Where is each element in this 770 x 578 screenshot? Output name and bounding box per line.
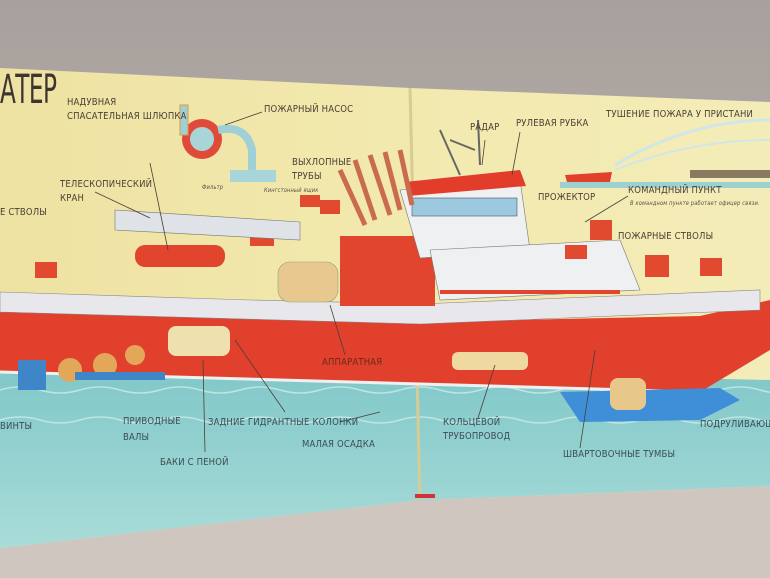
exhaust-pipes	[337, 149, 415, 227]
label-thruster: ПОДРУЛИВАЮЩИ	[700, 419, 770, 430]
foam-tank-cutaway	[168, 326, 230, 356]
label-draft: МАЛАЯ ОСАДКА	[302, 439, 375, 450]
propellers	[18, 345, 165, 390]
command-post-description: В командном пункте работает офицер связи…	[630, 200, 760, 207]
label-engine-room: АППАРАТНАЯ	[322, 357, 383, 368]
label-bollards: ШВАРТОВОЧНЫЕ ТУМБЫ	[563, 449, 676, 460]
label-searchlight: ПРОЖЕКТОР	[538, 192, 596, 203]
bollard-cutaway	[610, 378, 646, 410]
label-filter: Фильтр	[202, 184, 224, 191]
label-monitors-left: Е СТВОЛЫ	[0, 207, 47, 218]
label-lifeboat-1: НАДУВНАЯ	[67, 97, 117, 108]
stripe	[440, 290, 620, 294]
label-wheelhouse: РУЛЕВАЯ РУБКА	[516, 118, 589, 129]
engine-cutaway	[277, 261, 339, 303]
label-crane-2: КРАН	[60, 193, 85, 204]
lifeboat	[135, 245, 225, 267]
label-pier-fire: ТУШЕНИЕ ПОЖАРА У ПРИСТАНИ	[606, 109, 754, 120]
label-crane-1: ТЕЛЕСКОПИЧЕСКИЙ	[60, 179, 153, 190]
label-foam-tanks: БАКИ С ПЕНОЙ	[160, 457, 229, 468]
main-deck	[0, 289, 761, 325]
wheelhouse-roof	[405, 170, 526, 196]
ring-main-cutaway	[452, 352, 528, 370]
label-monitors-right: ПОЖАРНЫЕ СТВОЛЫ	[618, 231, 714, 242]
radar-mast	[439, 119, 481, 176]
label-exhaust-1: ВЫХЛОПНЫЕ	[292, 157, 352, 168]
label-shafts-2: ВАЛЫ	[123, 432, 150, 443]
label-ring-main-1: КОЛЬЦЕВОЙ	[443, 417, 501, 428]
label-command-post: КОМАНДНЫЙ ПУНКТ	[628, 185, 722, 196]
leader-lines	[94, 111, 629, 453]
bow-underwater	[560, 388, 740, 422]
pier-inset	[560, 118, 770, 188]
label-exhaust-2: ТРУБЫ	[292, 171, 322, 182]
label-shafts-1: ПРИВОДНЫЕ	[123, 416, 181, 427]
bookmark-ribbon	[415, 494, 435, 498]
forward-superstructure	[429, 239, 641, 301]
label-sea-chest: Кингстонный ящик	[264, 187, 319, 194]
label-fire-pump: ПОЖАРНЫЙ НАСОС	[264, 104, 354, 115]
label-hydrants: ЗАДНИЕ ГИДРАНТНЫЕ КОЛОНКИ	[208, 417, 359, 428]
label-ring-main-2: ТРУБОПРОВОД	[443, 431, 511, 442]
label-lifeboat-2: СПАСАТЕЛЬНАЯ ШЛЮПКА	[67, 111, 187, 122]
wheelhouse-windows	[411, 197, 518, 217]
ship-hull	[0, 300, 770, 392]
page-title-fragment: АТЕР	[0, 67, 57, 113]
label-propellers: ВИНТЫ	[0, 421, 33, 432]
label-radar: РАДАР	[470, 122, 500, 133]
fire-pump-diagram	[179, 104, 276, 182]
